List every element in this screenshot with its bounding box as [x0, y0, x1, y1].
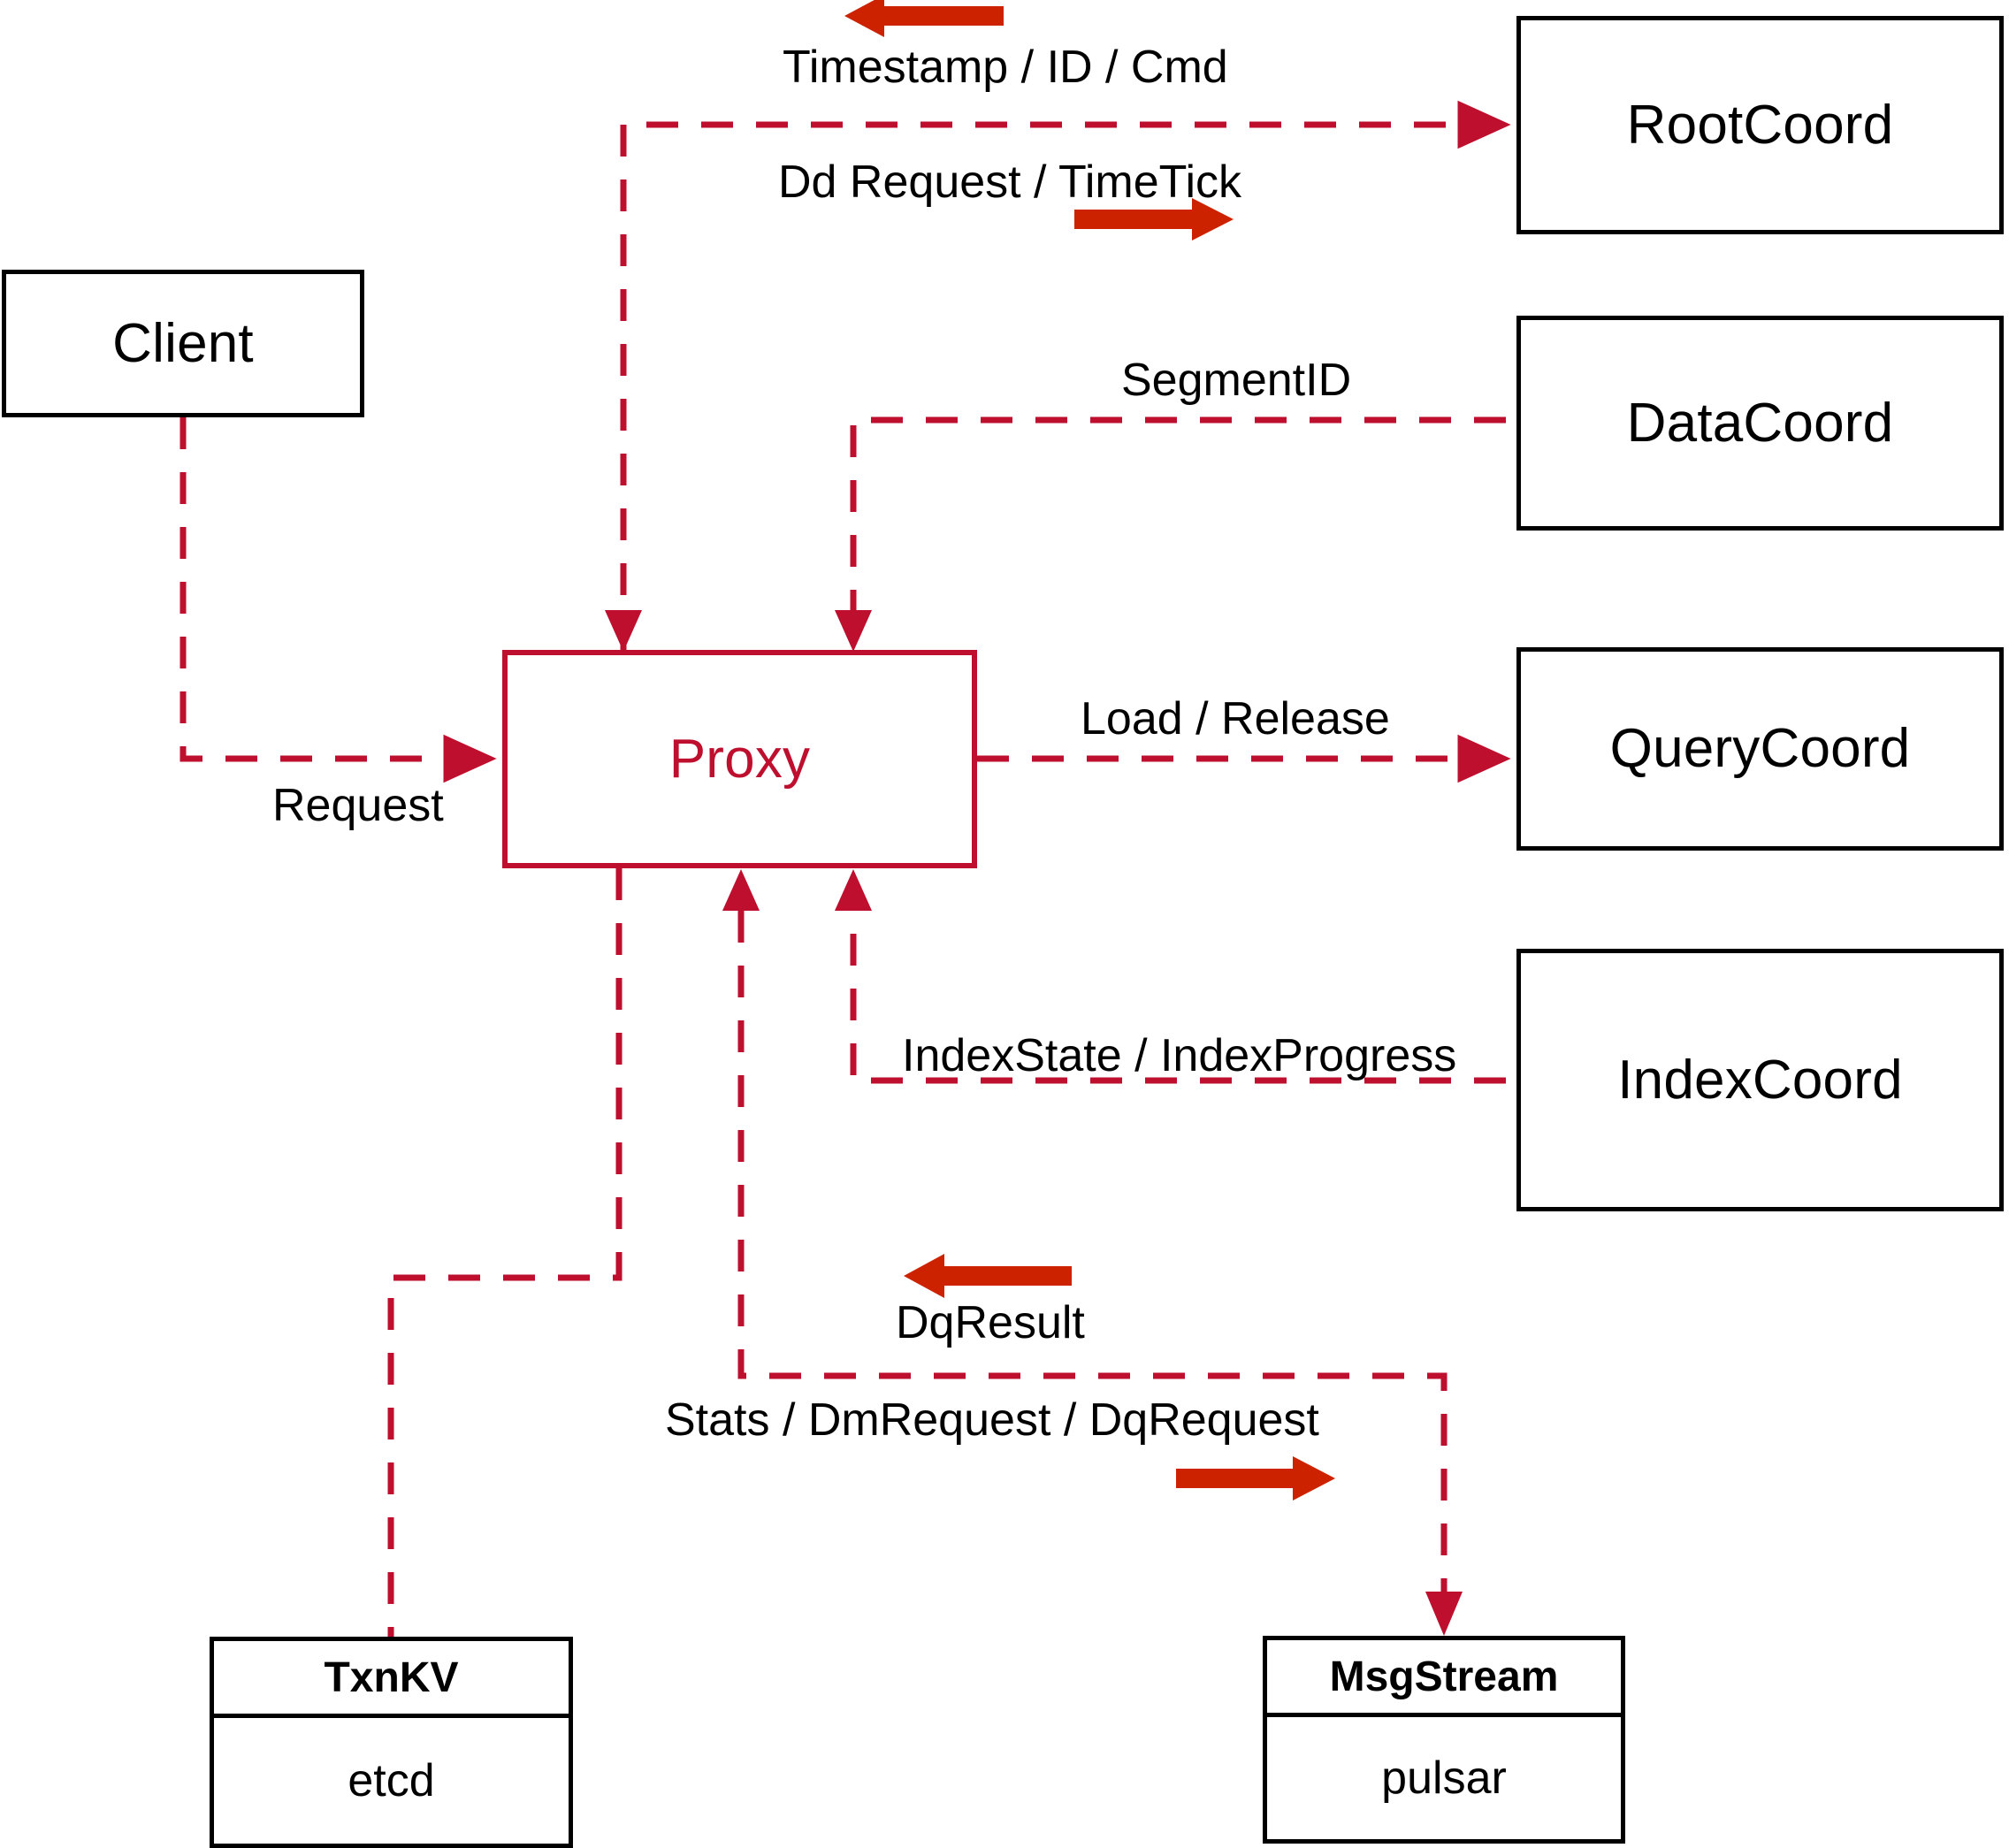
- node-indexcoord[interactable]: IndexCoord: [1516, 949, 2004, 1211]
- node-datacoord-label: DataCoord: [1626, 392, 1894, 454]
- node-msgstream[interactable]: MsgStream pulsar: [1263, 1636, 1625, 1844]
- direction-arrow-dqrequest: [1176, 1456, 1335, 1501]
- node-datacoord[interactable]: DataCoord: [1516, 316, 2004, 531]
- edge-label-stats-dmrequest-dqrequest: Stats / DmRequest / DqRequest: [665, 1394, 1319, 1446]
- edge-label-dqresult: DqResult: [896, 1297, 1085, 1348]
- node-txnkv-header: TxnKV: [214, 1641, 569, 1718]
- node-querycoord-label: QueryCoord: [1609, 718, 1911, 779]
- edge-label-segmentid: SegmentID: [1121, 355, 1352, 406]
- direction-arrow-dqresult: [904, 1254, 1072, 1298]
- edge-label-dd-request-timetick: Dd Request / TimeTick: [778, 157, 1242, 208]
- node-rootcoord[interactable]: RootCoord: [1516, 16, 2004, 234]
- node-client[interactable]: Client: [2, 270, 364, 417]
- edge-label-timestamp-id-cmd: Timestamp / ID / Cmd: [783, 42, 1228, 93]
- node-rootcoord-label: RootCoord: [1626, 94, 1894, 156]
- direction-arrow-dd-request: [1074, 198, 1234, 241]
- wire-datacoord-to-proxy: [835, 416, 1506, 652]
- node-querycoord[interactable]: QueryCoord: [1516, 647, 2004, 851]
- wire-indexcoord-to-proxy: [835, 869, 1506, 1084]
- node-proxy-label: Proxy: [668, 728, 811, 790]
- node-txnkv-body: etcd: [348, 1755, 435, 1806]
- node-proxy[interactable]: Proxy: [502, 650, 977, 868]
- edge-label-load-release: Load / Release: [1081, 693, 1390, 745]
- node-txnkv[interactable]: TxnKV etcd: [210, 1637, 573, 1848]
- node-msgstream-header: MsgStream: [1267, 1640, 1621, 1717]
- node-client-label: Client: [112, 312, 254, 374]
- direction-arrow-timestamp: [844, 0, 1004, 37]
- wire-proxy-to-rootcoord: [605, 100, 1511, 652]
- node-msgstream-body: pulsar: [1381, 1753, 1507, 1804]
- edge-label-indexstate-indexprogress: IndexState / IndexProgress: [902, 1030, 1457, 1081]
- wire-proxy-to-msgstream: [722, 869, 1463, 1636]
- edge-label-request: Request: [272, 780, 444, 831]
- node-indexcoord-label: IndexCoord: [1617, 1049, 1903, 1111]
- wire-client-to-proxy: [180, 417, 497, 783]
- wire-proxy-to-txnkv: [387, 868, 623, 1637]
